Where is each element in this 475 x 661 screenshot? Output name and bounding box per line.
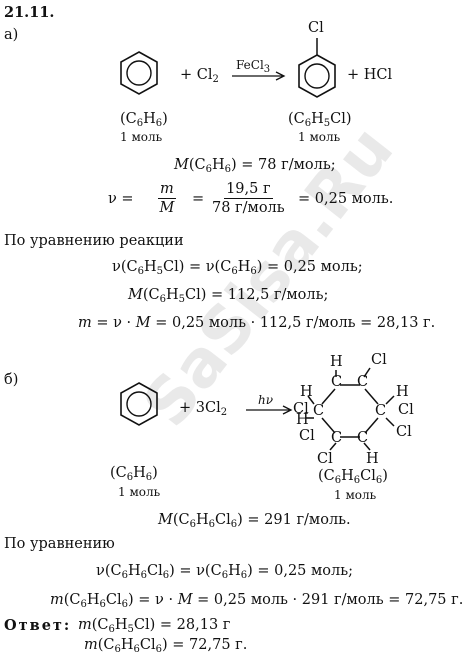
mass-calculation-a: m = ν · M = 0,25 моль · 112,5 г/моль = 2… [78, 315, 436, 331]
hcl-product: + HCl [347, 67, 393, 83]
benzene-formula-b: (C6H6) [110, 465, 158, 483]
nu-result: = 0,25 моль. [298, 191, 394, 207]
ring-carbon-6: C [313, 403, 325, 419]
atom-cl-left-top: Cl [293, 401, 309, 417]
benzene-formula: (C6H6) [120, 111, 168, 129]
chlorobenzene-formula: (C6H5Cl) [288, 111, 352, 129]
ring-carbon-2: C [357, 374, 369, 390]
part-b-label: б) [4, 372, 19, 388]
ring-carbon-4: C [357, 430, 369, 446]
by-equation-heading-b: По уравнению [4, 536, 115, 552]
equation-line-nu-a: ν(C6H5Cl) = ν(C6H6) = 0,25 моль; [112, 259, 363, 277]
hexachlorocyclohexane-amount: 1 моль [334, 488, 377, 502]
equation-line-nu-b: ν(C6H6Cl6) = ν(C6H6) = 0,25 моль; [96, 563, 354, 581]
equals-sign: = [192, 191, 205, 207]
fraction-m-over-M: m M [158, 181, 176, 216]
atom-cl-right-mid: Cl [398, 402, 414, 418]
reagent-3cl2: + 3Cl2 [179, 400, 228, 418]
catalyst-label: FeCl3 [236, 58, 271, 75]
molar-mass-benzene: M(C6H6) = 78 г/моль; [174, 157, 336, 175]
atom-h-right-top: H [396, 384, 409, 400]
molar-mass-chlorobenzene: M(C6H5Cl) = 112,5 г/моль; [128, 287, 329, 305]
substituent-cl-label: Cl [308, 20, 324, 36]
mass-calculation-b: m(C6H6Cl6) = ν · M = 0,25 моль · 291 г/м… [50, 592, 464, 610]
molar-mass-hexachlorocyclohexane: M(C6H6Cl6) = 291 г/моль. [158, 512, 351, 530]
reagent-cl2: + Cl2 [180, 67, 219, 85]
benzene-amount-b: 1 моль [118, 485, 161, 499]
atom-cl-left-bottom: Cl [299, 428, 315, 444]
atom-cl-top-right: Cl [371, 352, 387, 368]
by-equation-heading-a: По уравнению реакции [4, 233, 184, 249]
atom-h-left-mid: H [296, 412, 309, 428]
part-a-label: а) [4, 27, 19, 43]
answer-line-2: m(C6H6Cl6) = 72,75 г. [84, 637, 248, 655]
answer-line-1: m(C6H5Cl) = 28,13 г [78, 617, 231, 635]
light-condition-label: hν [258, 393, 274, 407]
answer-label: Ответ: [4, 617, 72, 634]
hexachlorocyclohexane-formula: (C6H6Cl6) [318, 468, 388, 486]
atom-h-bottom-right: H [366, 451, 379, 467]
benzene-amount: 1 моль [120, 130, 163, 144]
ring-carbon-1: C [331, 374, 343, 390]
chlorobenzene-amount: 1 моль [298, 130, 341, 144]
fraction-mass-over-molar: 19,5 г 78 г/моль [212, 181, 285, 216]
ring-carbon-3: C [375, 403, 387, 419]
nu-label: ν = [108, 191, 134, 207]
atom-cl-bottom-left: Cl [317, 451, 333, 467]
atom-cl-right-bottom: Cl [396, 424, 412, 440]
atom-h-top-left: H [330, 354, 343, 370]
problem-number: 21.11. [4, 4, 55, 21]
ring-carbon-5: C [331, 430, 343, 446]
atom-h-left-top: H [300, 384, 313, 400]
